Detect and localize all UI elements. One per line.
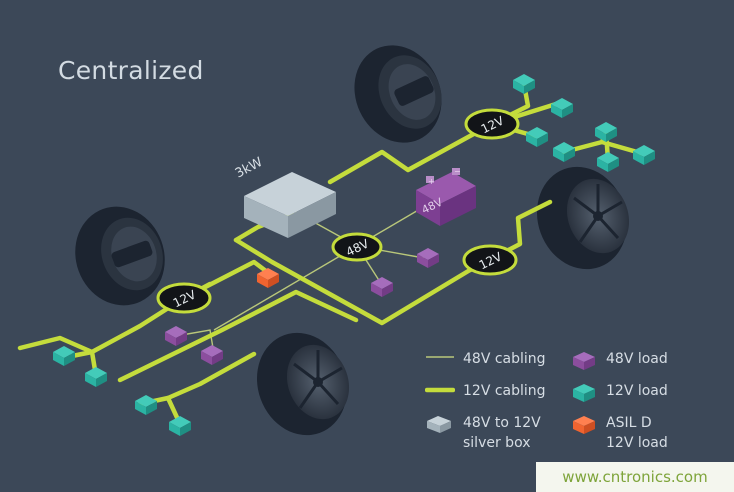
silver-box-48v-to-12v [244,172,336,238]
legend-12v-load-swatch [573,384,595,402]
load-12v [553,142,575,162]
legend-48v-load-swatch [573,352,595,370]
load-asil-d [257,268,279,288]
load-12v [53,346,75,366]
svg-text:+: + [428,177,435,186]
watermark: www.cntronics.com [536,462,734,492]
load-48v [417,248,439,268]
hub-12v-left: 12V [156,282,212,314]
diagram-title: Centralized [58,56,204,85]
legend-48v-cabling-label: 48V cabling [463,351,546,367]
load-12v [551,98,573,118]
load-48v [371,277,393,297]
hub-48v: 48V [331,232,383,262]
load-12v [526,127,548,147]
load-48v [201,345,223,365]
wheel-front-left [75,206,165,306]
legend-12v-cabling-label: 12V cabling [463,383,546,399]
hub-12v-top-right: 12V [464,108,520,140]
load-12v [135,395,157,415]
legend-silver-box-label-2: silver box [463,435,531,451]
load-12v [85,367,107,387]
battery-48v: + − [416,167,476,226]
legend-48v-cabling-swatch [426,356,454,358]
legend-silver-box-swatch [427,416,451,433]
svg-text:−: − [454,167,461,176]
load-48v-group [165,248,439,365]
legend-12v-load-label: 12V load [606,383,668,399]
load-48v [165,326,187,346]
legend-12v-cabling-swatch [425,387,455,393]
wheel-rear-top [354,45,442,143]
wheel-rear-right [536,166,630,270]
legend-silver-box-label-1: 48V to 12V [463,415,541,431]
legend-asil-d-label-2: 12V load [606,435,668,451]
legend-48v-load-label: 48V load [606,351,668,367]
legend-asil-d-label-1: ASIL D [606,415,652,431]
load-12v [169,416,191,436]
silver-box-power-label: 3kW [233,155,265,182]
wheel-front-right [256,332,350,436]
load-12v [597,152,619,172]
load-12v [595,122,617,142]
legend-asil-d-swatch [573,416,595,434]
load-12v [513,74,535,94]
load-12v-group [53,74,655,436]
hub-12v-mid-right: 12V [462,244,518,276]
load-12v [633,145,655,165]
